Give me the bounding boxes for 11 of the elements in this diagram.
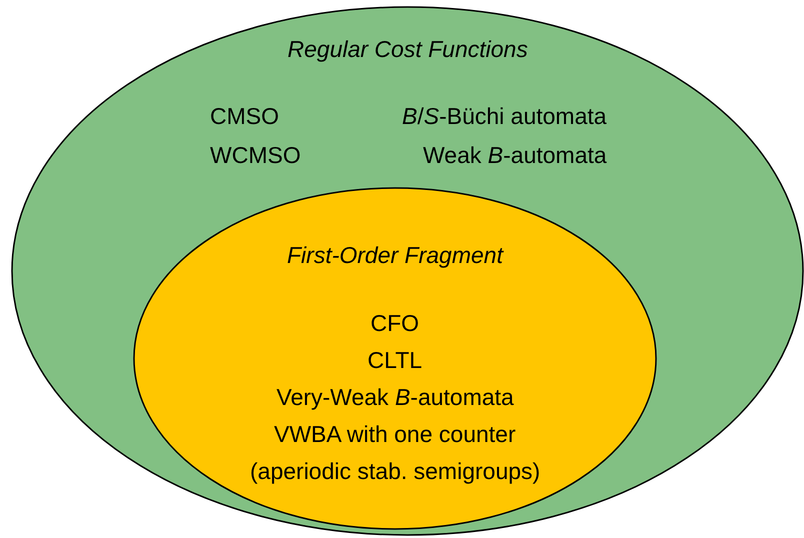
set-member-label: WCMSO xyxy=(210,142,301,168)
set-member-label: CLTL xyxy=(368,347,422,374)
set-member-label: Very-Weak B-automata xyxy=(276,384,514,410)
set-member-label: Weak B-automata xyxy=(423,142,607,168)
set-member-label: CFO xyxy=(370,310,420,336)
set-member-label: (aperiodic stab. semigroups) xyxy=(250,458,540,484)
set-member-label: B/S-Büchi automata xyxy=(402,103,607,130)
set-member-label: VWBA with one counter xyxy=(274,421,516,448)
set-title: Regular Cost Functions xyxy=(288,36,528,62)
set-title: First-Order Fragment xyxy=(287,242,503,268)
set-member-label: CMSO xyxy=(210,103,279,130)
